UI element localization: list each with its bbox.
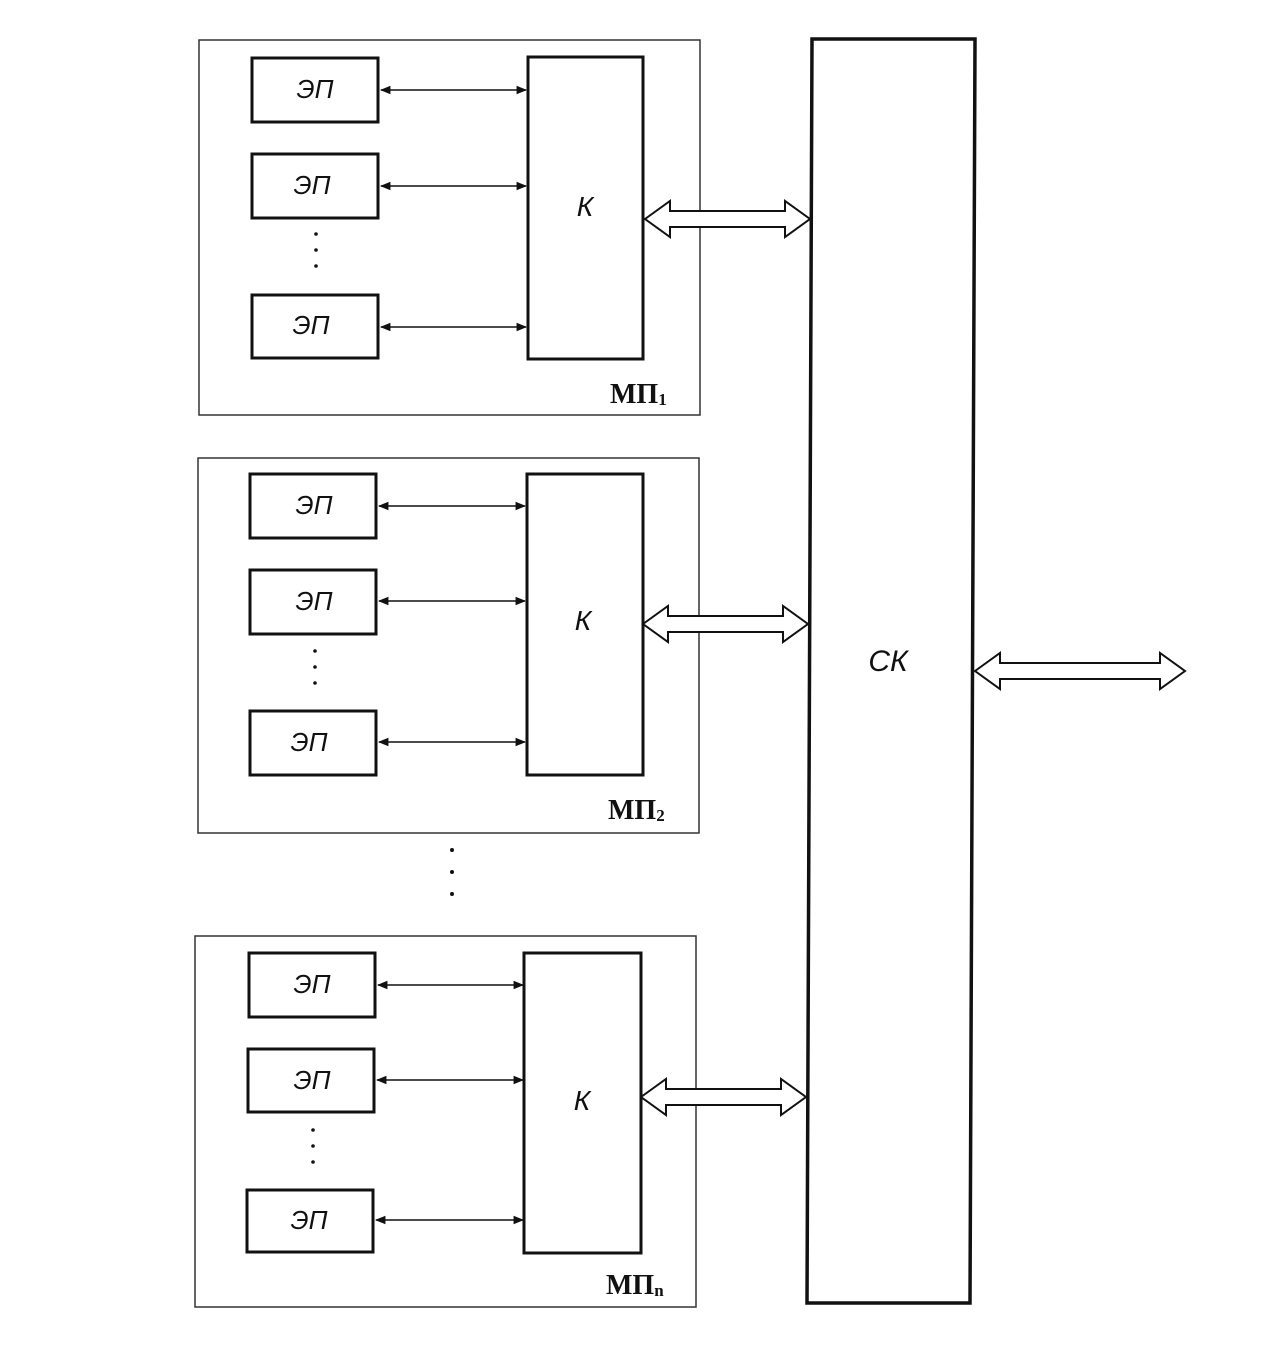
module-2-element-3: ЭП <box>248 709 378 777</box>
module-2-frame <box>197 457 700 834</box>
module-1-element-3: ЭП <box>250 293 380 360</box>
module-1-bus-arrow <box>643 199 812 239</box>
element-label: ЭП <box>294 1065 331 1095</box>
modules-ellipsis <box>450 848 454 896</box>
module-2-ellipsis <box>313 649 317 685</box>
module-2-link-arrows <box>377 501 527 747</box>
element-label: ЭП <box>291 1205 328 1235</box>
element-label: ЭП <box>297 74 334 104</box>
module-n: ЭП ЭП ЭП К МПn <box>194 935 808 1308</box>
module-n-element-2: ЭП <box>246 1047 376 1114</box>
module-2: ЭП ЭП ЭП К МП2 <box>197 457 810 834</box>
module-2-label: МП2 <box>608 795 665 826</box>
module-n-controller: К <box>522 951 643 1255</box>
module-n-frame <box>194 935 697 1308</box>
module-n-ellipsis <box>311 1128 315 1164</box>
module-2-bus-arrow <box>641 604 810 644</box>
module-1-ellipsis <box>314 232 318 268</box>
controller-label: К <box>574 1085 592 1116</box>
module-2-controller: К <box>525 472 645 777</box>
system-controller-label: СК <box>868 645 910 678</box>
element-label: ЭП <box>294 969 331 999</box>
module-1: ЭП ЭП ЭП К МП1 <box>198 39 812 416</box>
controller-label: К <box>577 191 595 222</box>
system-controller: СК <box>805 37 977 1305</box>
element-label: ЭП <box>296 490 333 520</box>
module-1-element-1: ЭП <box>250 56 380 124</box>
module-2-element-1: ЭП <box>248 472 378 540</box>
module-n-label: МПn <box>606 1270 664 1301</box>
module-1-link-arrows <box>379 85 528 332</box>
module-1-controller: К <box>526 55 645 361</box>
module-1-label: МП1 <box>610 379 667 410</box>
external-bus-arrow <box>973 651 1187 691</box>
element-label: ЭП <box>296 586 333 616</box>
module-1-element-2: ЭП <box>250 152 380 220</box>
module-n-element-3: ЭП <box>245 1188 375 1254</box>
controller-label: К <box>575 605 593 636</box>
module-n-element-1: ЭП <box>247 951 377 1019</box>
module-n-bus-arrow <box>639 1077 808 1117</box>
element-label: ЭП <box>291 727 328 757</box>
element-label: ЭП <box>294 170 331 200</box>
module-2-element-2: ЭП <box>248 568 378 636</box>
module-n-link-arrows <box>374 980 525 1225</box>
element-label: ЭП <box>293 310 330 340</box>
